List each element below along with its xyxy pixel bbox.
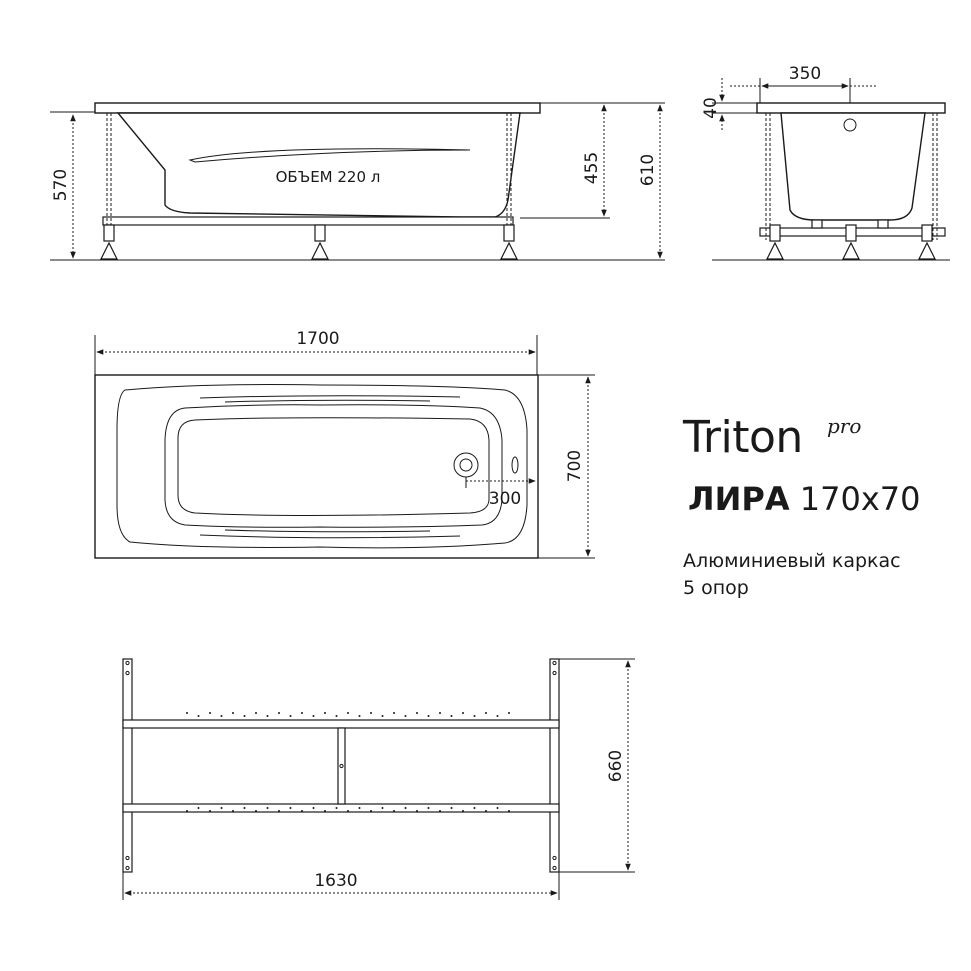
rivet-dot	[347, 712, 349, 714]
rivet-dot	[255, 712, 257, 714]
frame-view: 660 1630	[122, 658, 635, 900]
rivet-dot	[186, 712, 188, 714]
rivet-dot	[439, 712, 441, 714]
rivet-dot	[324, 810, 326, 812]
rivet-dot	[289, 807, 292, 809]
rivet-dot	[278, 712, 280, 714]
dim-rim-40: 40	[701, 97, 721, 119]
rivet-dot	[209, 712, 211, 714]
rivet-dot	[485, 810, 487, 812]
rivet-dot	[220, 715, 223, 717]
dim-width-700: 700	[565, 450, 585, 482]
end-view: 40 350	[701, 64, 950, 261]
rivet-dot	[278, 810, 280, 812]
dim-height-570: 570	[51, 169, 71, 201]
product-size: 170x70	[799, 480, 921, 518]
rivet-dot	[370, 810, 372, 812]
rivet-dot	[450, 807, 453, 809]
frame-leg-right	[549, 658, 560, 873]
rivet-dot	[197, 715, 200, 717]
volume-label: ОБЪЕМ 220 л	[276, 168, 381, 186]
rivet-dot	[427, 715, 430, 717]
rivet-dot	[496, 807, 499, 809]
rivet-dot	[186, 810, 188, 812]
rivet-dot	[209, 810, 211, 812]
end-bowl	[780, 112, 926, 221]
rivet-dot	[312, 807, 315, 809]
rivet-dot	[335, 715, 338, 717]
rivet-dot	[416, 712, 418, 714]
rivet-dot	[416, 810, 418, 812]
description-line-1: Алюминиевый каркас	[683, 550, 901, 572]
rivet-dot	[301, 712, 303, 714]
legs	[100, 113, 518, 260]
rivet-dot	[232, 712, 234, 714]
tub-inner-rim	[116, 384, 528, 549]
tub-bowl	[116, 112, 521, 218]
rivet-dot	[324, 712, 326, 714]
rivet-dot	[427, 807, 430, 809]
rivet-dot	[312, 715, 315, 717]
rivet-dot	[301, 810, 303, 812]
frame-rivets	[186, 712, 510, 812]
dim-height-610: 610	[638, 154, 658, 186]
frame-crossbar-top	[122, 719, 560, 729]
rivet-dot	[243, 807, 246, 809]
frame-crossbar-bottom	[122, 803, 560, 813]
dim-length-1700: 1700	[296, 329, 339, 349]
rivet-dot	[243, 715, 246, 717]
rivet-dot	[358, 807, 361, 809]
frame-leg-left	[122, 658, 133, 873]
product-description: Алюминиевый каркас 5 опор	[683, 548, 901, 602]
side-view: 570 455 610 ОБЪЕМ 220 л	[50, 102, 665, 261]
rivet-dot	[381, 715, 384, 717]
rivet-dot	[462, 810, 464, 812]
frame-center-brace	[337, 727, 346, 805]
dim-drain-350: 350	[789, 64, 821, 84]
rivet-dot	[381, 807, 384, 809]
dim-frame-length-1630: 1630	[314, 871, 357, 891]
rivet-dot	[404, 807, 407, 809]
rivet-dot	[266, 715, 269, 717]
dim-frame-width-660: 660	[606, 750, 626, 782]
product-title: ЛИРА 170x70	[688, 480, 920, 518]
rivet-dot	[439, 810, 441, 812]
rivet-dot	[347, 810, 349, 812]
rivet-dot	[393, 712, 395, 714]
rivet-dot	[485, 712, 487, 714]
rivet-dot	[473, 807, 476, 809]
rivet-dot	[232, 810, 234, 812]
rivet-dot	[462, 712, 464, 714]
dim-drain-300: 300	[489, 489, 521, 509]
rivet-dot	[508, 810, 510, 812]
rivet-dot	[266, 807, 269, 809]
rivet-dot	[450, 715, 453, 717]
dim-height-455: 455	[582, 152, 602, 184]
rivet-dot	[508, 712, 510, 714]
brand-name: Triton	[683, 412, 803, 463]
rivet-dot	[496, 715, 499, 717]
rivet-dot	[473, 715, 476, 717]
rivet-dot	[404, 715, 407, 717]
rivet-dot	[255, 810, 257, 812]
rivet-dot	[370, 712, 372, 714]
tub-rim	[94, 102, 541, 114]
top-view: 1700 700 300	[94, 329, 595, 559]
rivet-dot	[220, 807, 223, 809]
rivet-dot	[289, 715, 292, 717]
frame-rail	[102, 216, 514, 226]
tub-basin	[164, 404, 503, 528]
brand-suffix: pro	[827, 414, 862, 438]
rivet-dot	[393, 810, 395, 812]
rivet-dot	[335, 807, 338, 809]
rivet-dot	[197, 807, 200, 809]
product-model: ЛИРА	[688, 480, 790, 518]
end-rim	[756, 102, 946, 114]
rivet-dot	[358, 715, 361, 717]
description-line-2: 5 опор	[683, 577, 749, 599]
